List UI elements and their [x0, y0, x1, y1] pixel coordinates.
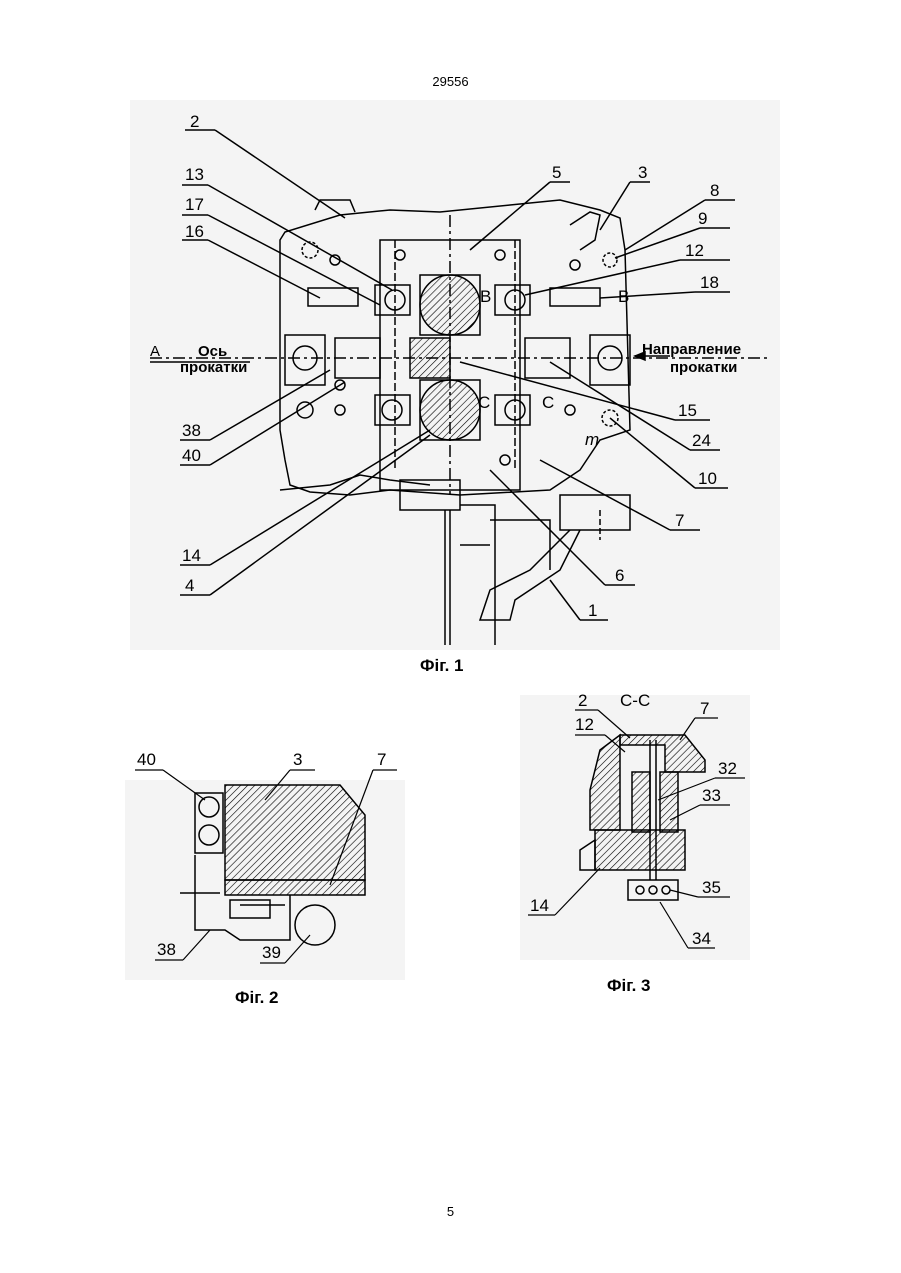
figure-3: 2 С-С 12 7 32 33 35 14 34 [520, 690, 750, 960]
section-c-left: C [478, 393, 490, 412]
fig1-label-8: 8 [710, 181, 719, 200]
direction-label: Направление [642, 341, 741, 358]
fig3-label-34: 34 [692, 929, 711, 948]
section-c-right: C [542, 393, 554, 412]
direction-label-prokatki: прокатки [670, 359, 737, 376]
fig1-label-24: 24 [692, 431, 711, 450]
fig1-label-17: 17 [185, 195, 204, 214]
fig2-label-39: 39 [262, 943, 281, 962]
fig2-label-3: 3 [293, 750, 302, 769]
figure-3-drawing: 2 С-С 12 7 32 33 35 14 34 [520, 690, 750, 960]
section-b-left: B [480, 287, 491, 306]
fig1-label-1: 1 [588, 601, 597, 620]
figure-1-drawing: 2 13 17 16 5 3 8 9 12 18 15 24 10 7 38 4… [130, 100, 780, 650]
fig2-label-7: 7 [377, 750, 386, 769]
fig1-label-7: 7 [675, 511, 684, 530]
fig3-label-12: 12 [575, 715, 594, 734]
fig1-label-5: 5 [552, 163, 561, 182]
fig3-label-33: 33 [702, 786, 721, 805]
fig1-label-16: 16 [185, 222, 204, 241]
fig3-label-35: 35 [702, 878, 721, 897]
page-number: 5 [0, 1204, 901, 1219]
section-b-right: B [618, 287, 629, 306]
fig2-label-40: 40 [137, 750, 156, 769]
fig1-label-13: 13 [185, 165, 204, 184]
fig1-label-2: 2 [190, 112, 199, 131]
figure-2-caption: Фіг. 2 [235, 988, 279, 1008]
fig1-label-38: 38 [182, 421, 201, 440]
figure-1-caption: Фіг. 1 [420, 656, 464, 676]
fig1-label-14: 14 [182, 546, 201, 565]
section-a-marker: A [150, 343, 160, 360]
fig1-label-6: 6 [615, 566, 624, 585]
axis-label-os: Ось [198, 343, 227, 360]
fig3-label-7: 7 [700, 699, 709, 718]
figure-3-caption: Фіг. 3 [607, 976, 651, 996]
fig1-label-40: 40 [182, 446, 201, 465]
figure-2: 40 3 7 38 39 [125, 745, 405, 980]
figure-2-drawing: 40 3 7 38 39 [125, 745, 405, 980]
section-cc-title: С-С [620, 691, 650, 710]
fig3-label-14: 14 [530, 896, 549, 915]
fig2-label-38: 38 [157, 940, 176, 959]
fig3-label-2: 2 [578, 691, 587, 710]
fig1-label-10: 10 [698, 469, 717, 488]
fig3-label-32: 32 [718, 759, 737, 778]
fig1-label-9: 9 [698, 209, 707, 228]
dimension-m: m [585, 430, 599, 449]
figure-1: 2 13 17 16 5 3 8 9 12 18 15 24 10 7 38 4… [130, 100, 780, 650]
fig1-label-12: 12 [685, 241, 704, 260]
fig1-label-3: 3 [638, 163, 647, 182]
fig1-label-18: 18 [700, 273, 719, 292]
fig1-label-4: 4 [185, 576, 194, 595]
axis-label-prokatki: прокатки [180, 359, 247, 376]
document-number: 29556 [0, 74, 901, 89]
fig1-label-15: 15 [678, 401, 697, 420]
